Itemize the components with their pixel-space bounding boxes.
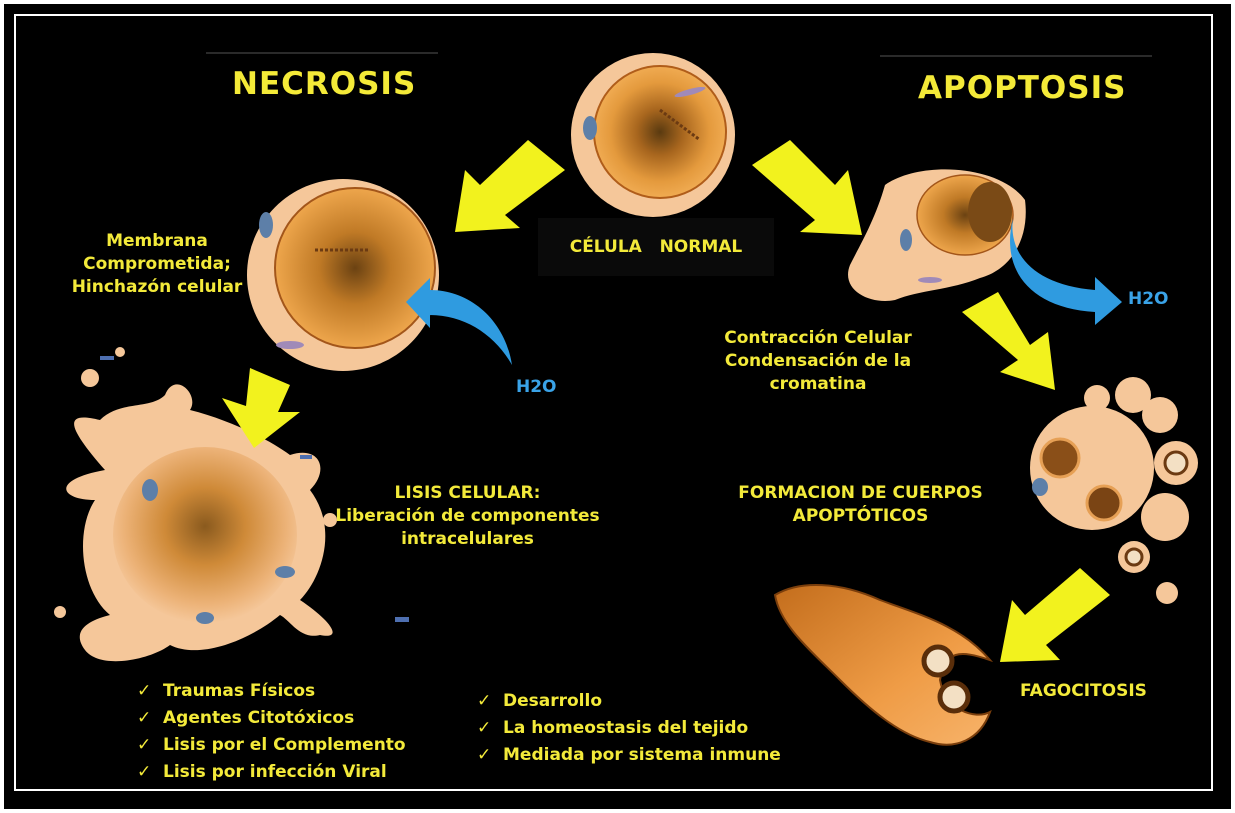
necrosis-causes-list: ✓Traumas Físicos ✓Agentes Citotóxicos ✓L…	[137, 678, 406, 786]
bodies-label-line-1: FORMACION DE CUERPOS	[718, 482, 1003, 505]
apoptosis-title: APOPTOSIS	[918, 70, 1126, 106]
swelling-label-line-2: Comprometida;	[62, 253, 252, 276]
swelling-label-line-1: Membrana	[62, 230, 252, 253]
necrosis-swelling-label: Membrana Comprometida; Hinchazón celular	[62, 230, 252, 299]
water-outflow-arrow	[1010, 218, 1122, 325]
swelling-label-line-3: Hinchazón celular	[62, 276, 252, 299]
apoptotic-bodies-label: FORMACION DE CUERPOS APOPTÓTICOS	[718, 482, 1003, 528]
check-icon: ✓	[477, 688, 503, 715]
h2o-inflow-label: H2O	[516, 377, 557, 397]
check-icon: ✓	[137, 678, 163, 705]
shrinking-cell	[848, 169, 1026, 301]
h2o-outflow-label: H2O	[1128, 289, 1169, 309]
list-item: ✓Traumas Físicos	[137, 678, 406, 705]
apoptosis-contraction-label: Contracción Celular Condensación de la c…	[707, 327, 929, 396]
apoptosis-causes-list: ✓Desarrollo ✓La homeostasis del tejido ✓…	[477, 688, 781, 769]
check-icon: ✓	[137, 732, 163, 759]
list-item: ✓Mediada por sistema inmune	[477, 742, 781, 769]
phagocytosis-label: FAGOCITOSIS	[1020, 680, 1147, 703]
list-item: ✓Lisis por el Complemento	[137, 732, 406, 759]
lysis-label-line-1: LISIS CELULAR:	[335, 482, 600, 505]
contraction-label-line-2: Condensación de la	[707, 350, 929, 373]
arrow-bodies-to-phagocyte	[1000, 568, 1110, 662]
normal-cell	[571, 53, 735, 217]
list-item: ✓Agentes Citotóxicos	[137, 705, 406, 732]
phagocyte	[775, 585, 990, 745]
check-icon: ✓	[137, 705, 163, 732]
lysis-label-line-2: Liberación de componentes	[335, 505, 600, 528]
list-item: ✓Lisis por infección Viral	[137, 759, 406, 786]
list-item: ✓La homeostasis del tejido	[477, 715, 781, 742]
apoptotic-bodies	[1030, 377, 1198, 604]
lysis-label-line-3: intracelulares	[335, 528, 600, 551]
swollen-cell	[247, 179, 439, 371]
necrosis-lysis-label: LISIS CELULAR: Liberación de componentes…	[335, 482, 600, 551]
normal-cell-label: CÉLULA NORMAL	[545, 236, 767, 259]
necrosis-title: NECROSIS	[232, 66, 416, 102]
check-icon: ✓	[477, 742, 503, 769]
contraction-label-line-3: cromatina	[707, 373, 929, 396]
bodies-label-line-2: APOPTÓTICOS	[718, 505, 1003, 528]
check-icon: ✓	[477, 715, 503, 742]
arrow-shrink-to-bodies	[962, 292, 1055, 390]
contraction-label-line-1: Contracción Celular	[707, 327, 929, 350]
check-icon: ✓	[137, 759, 163, 786]
list-item: ✓Desarrollo	[477, 688, 781, 715]
